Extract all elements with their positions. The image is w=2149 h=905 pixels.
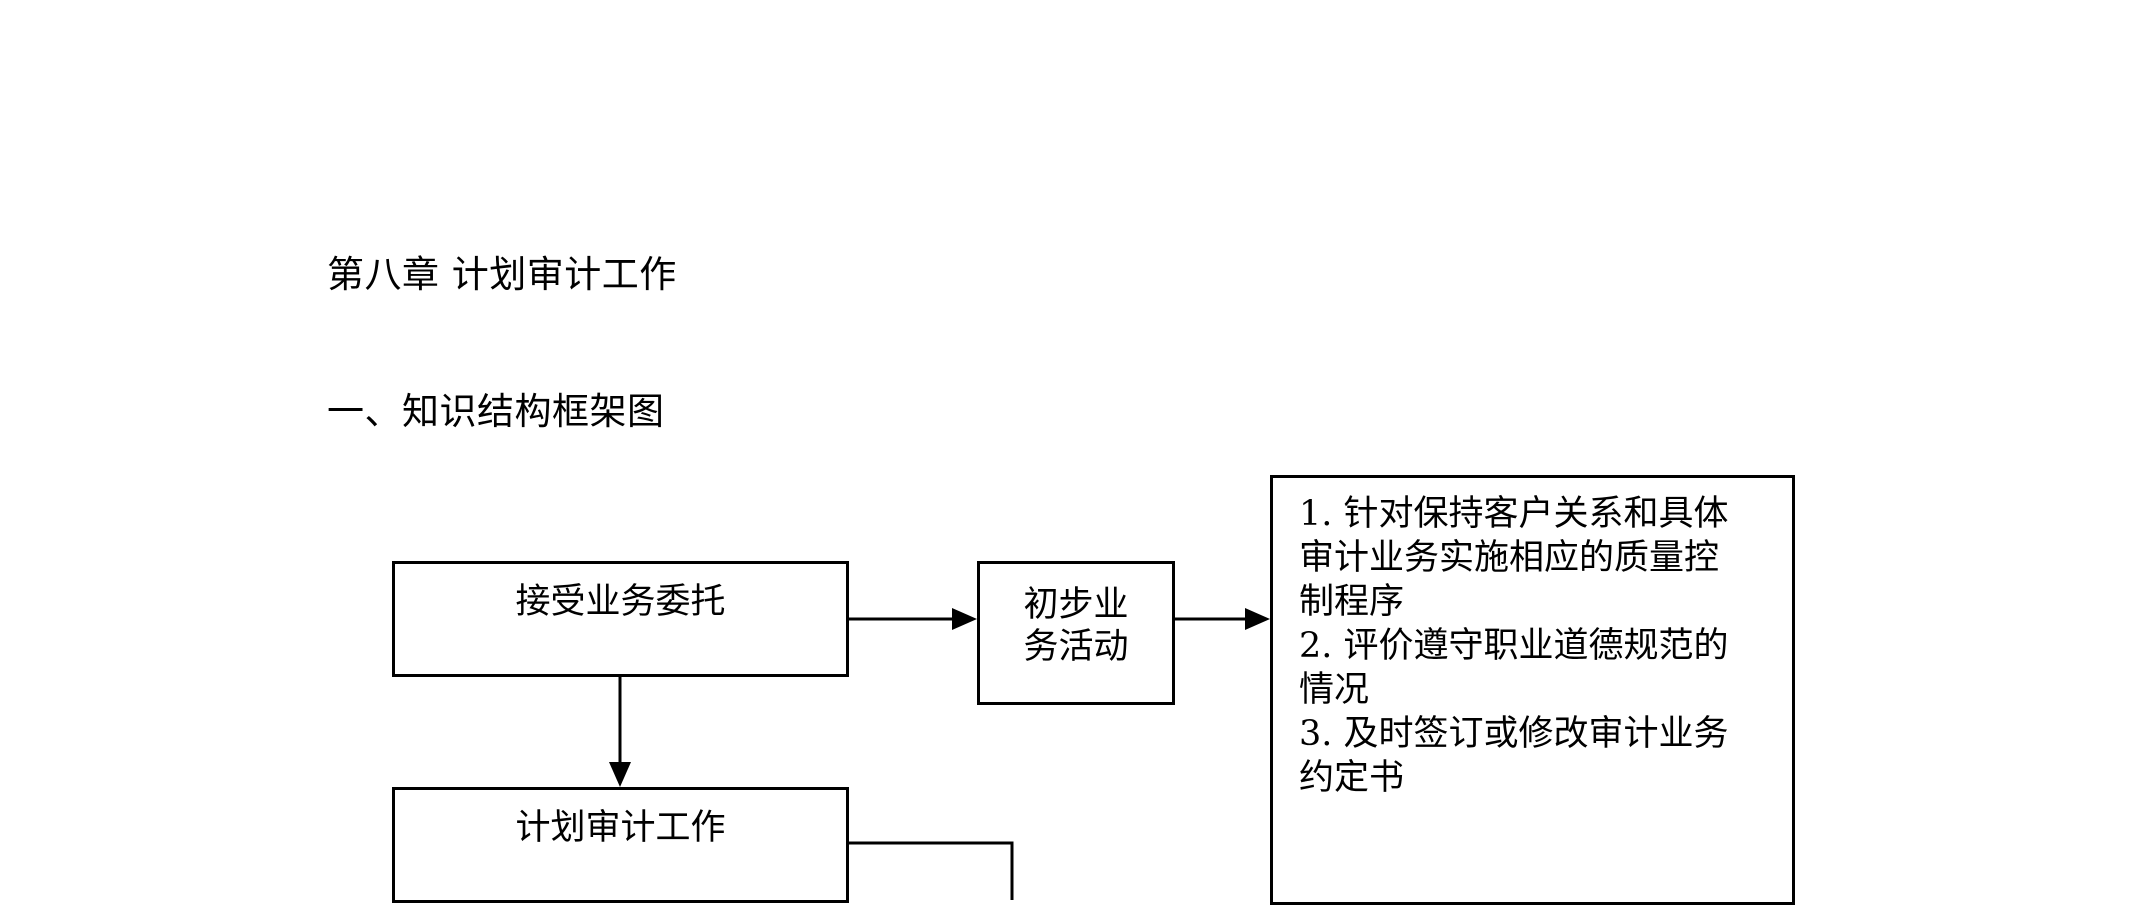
procedures-line-3: 制程序 bbox=[1299, 582, 1405, 622]
accept-engagement-label: 接受业务委托 bbox=[515, 582, 726, 622]
arrow-accept-to-plan-head bbox=[609, 762, 631, 787]
procedures-line-7: 约定书 bbox=[1299, 758, 1405, 798]
procedures-line-1: 1. 针对保持客户关系和具体 bbox=[1299, 494, 1729, 534]
procedures-line-4: 2. 评价遵守职业道德规范的 bbox=[1299, 626, 1729, 666]
procedures-line-2: 审计业务实施相应的质量控 bbox=[1299, 538, 1720, 578]
arrow-accept-to-prelim-head bbox=[952, 608, 977, 630]
accept-engagement-box: 接受业务委托 bbox=[392, 561, 849, 677]
procedures-box: 1. 针对保持客户关系和具体 审计业务实施相应的质量控 制程序 2. 评价遵守职… bbox=[1270, 475, 1795, 905]
procedures-line-5: 情况 bbox=[1299, 670, 1370, 710]
arrow-prelim-to-procedures-head bbox=[1245, 608, 1270, 630]
plan-audit-box: 计划审计工作 bbox=[392, 787, 849, 903]
preliminary-activities-line-1: 初步业 bbox=[1023, 585, 1129, 625]
section-title: 一、知识结构框架图 bbox=[327, 390, 665, 433]
preliminary-activities-line-2: 务活动 bbox=[1023, 627, 1129, 667]
plan-audit-label: 计划审计工作 bbox=[515, 808, 726, 848]
chapter-title: 第八章 计划审计工作 bbox=[327, 253, 677, 296]
preliminary-activities-box: 初步业 务活动 bbox=[977, 561, 1175, 705]
procedures-line-6: 3. 及时签订或修改审计业务 bbox=[1299, 714, 1729, 754]
plan-connector-line bbox=[849, 841, 1014, 900]
